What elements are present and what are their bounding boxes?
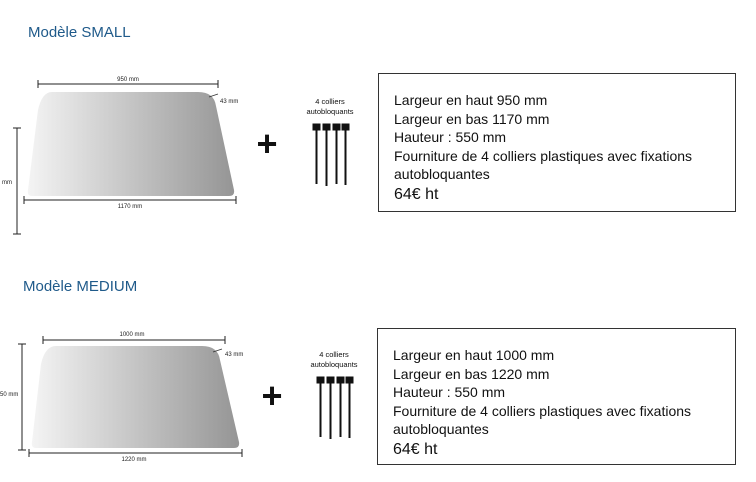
corner-radius-marker — [208, 93, 219, 98]
model-medium-drawing: 1000 mm 43 mm 1220 mm 50 mm + 4 colliers… — [0, 332, 358, 463]
height-dimension-line — [18, 343, 26, 451]
plus-sign: + — [256, 123, 277, 164]
height-dimension-line — [13, 127, 21, 235]
ties-label-line2: autobloquants — [306, 107, 353, 116]
height-label: 50 mm — [0, 392, 18, 398]
top-width-label: 1000 mm — [119, 332, 144, 338]
height-label: mm — [2, 180, 12, 186]
top-dimension-line — [37, 80, 219, 88]
top-dimension-line — [42, 336, 226, 344]
spec-description: Fourniture de 4 colliers plastiques avec… — [394, 147, 693, 183]
price: 64€ ht — [394, 185, 439, 203]
cable-ties-icon — [316, 376, 354, 439]
bottom-dimension-line — [28, 449, 243, 457]
model-small-title: Modèle SMALL — [28, 24, 131, 41]
corner-radius-label: 43 mm — [225, 352, 243, 358]
spec-height: Hauteur : 550 mm — [393, 384, 506, 401]
ties-label-line1: 4 colliers — [319, 350, 349, 359]
panel-shape — [31, 346, 240, 448]
spec-top-width: Largeur en haut 950 mm — [394, 92, 548, 108]
bottom-dimension-line — [23, 196, 237, 204]
spec-bottom-width: Largeur en bas 1170 mm — [394, 110, 550, 127]
plus-sign: + — [261, 375, 282, 416]
model-small-info-box: Largeur en haut 950 mm Largeur en bas 11… — [378, 73, 736, 212]
cable-ties-icon — [312, 123, 350, 186]
corner-radius-label: 43 mm — [220, 99, 238, 105]
spec-height: Hauteur : 550 mm — [394, 129, 507, 146]
model-medium-info-box: Largeur en haut 1000 mm Largeur en bas 1… — [377, 328, 736, 465]
ties-label-line1: 4 colliers — [315, 97, 345, 106]
model-small-drawing: 950 mm 43 mm 1170 mm mm + 4 colliers aut… — [2, 77, 354, 235]
spec-bottom-width: Largeur en bas 1220 mm — [393, 365, 550, 382]
spec-top-width: Largeur en haut 1000 mm — [393, 347, 555, 363]
panel-shape — [27, 92, 235, 196]
bottom-width-label: 1170 mm — [118, 204, 143, 210]
top-width-label: 950 mm — [117, 77, 139, 83]
corner-radius-marker — [212, 348, 223, 353]
model-medium-title: Modèle MEDIUM — [23, 278, 138, 295]
price: 64€ ht — [393, 440, 438, 458]
ties-label-line2: autobloquants — [310, 360, 357, 369]
spec-description: Fourniture de 4 colliers plastiques avec… — [393, 402, 692, 438]
bottom-width-label: 1220 mm — [121, 457, 146, 463]
